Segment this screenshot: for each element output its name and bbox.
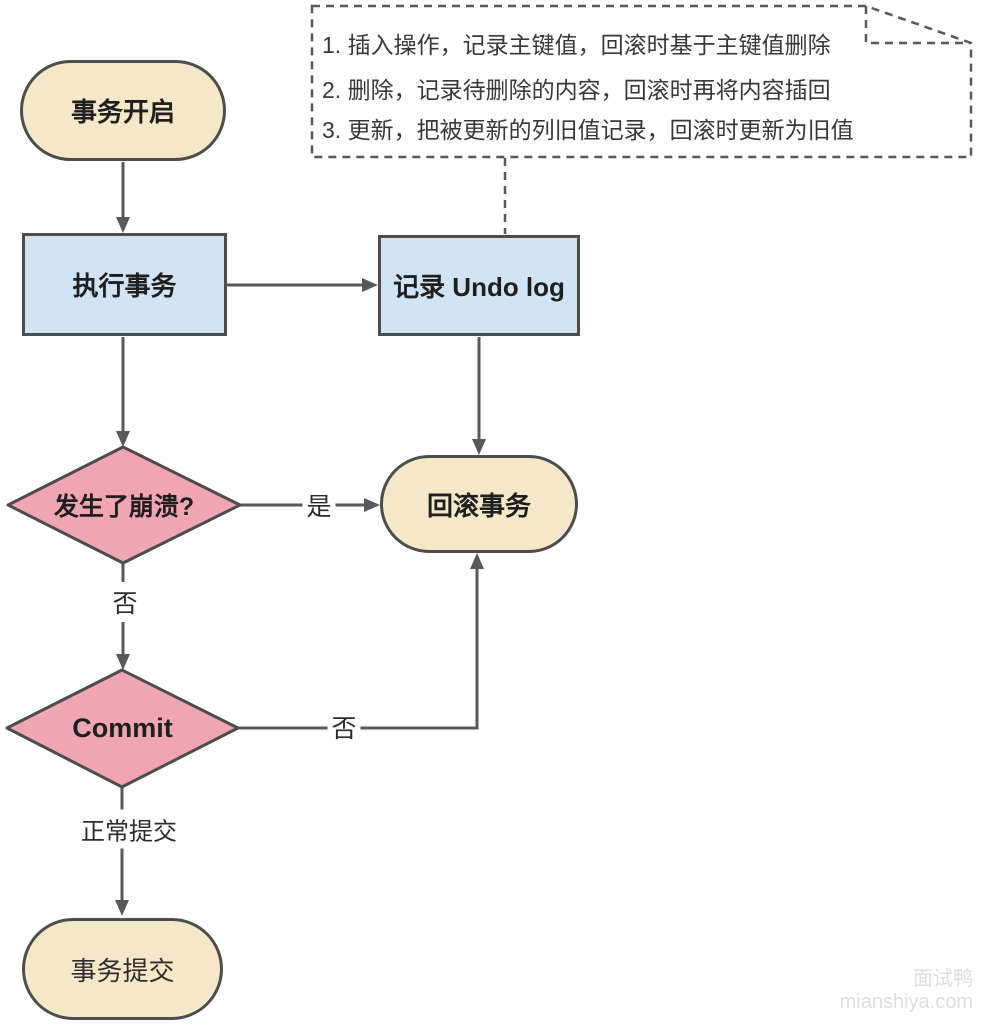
arrow-commit-no-to-rollback [238, 553, 484, 730]
node-execute-transaction-label: 执行事务 [72, 271, 177, 301]
node-record-undo-log: 记录 Undo log [378, 235, 580, 336]
watermark-domain: mianshiya.com [839, 991, 973, 1013]
note-line-delete: 2. 删除，记录待删除的内容，回滚时再将内容插回 [322, 77, 831, 103]
note-line-update: 3. 更新，把被更新的列旧值记录，回滚时更新为旧值 [322, 117, 854, 143]
node-execute-transaction: 执行事务 [22, 233, 227, 336]
commit-decision-diamond [5, 668, 240, 789]
edge-label-yes: 是 [302, 485, 336, 525]
edge-label-no-commit: 否 [327, 707, 361, 747]
note-box-outline [310, 4, 973, 159]
edge-label-no-crash: 否 [108, 582, 142, 622]
watermark-brand: 面试鸭 [913, 968, 973, 990]
edge-label-normal-commit: 正常提交 [77, 809, 181, 849]
node-record-undo-log-label: 记录 Undo log [393, 272, 565, 302]
node-transaction-start: 事务开启 [20, 60, 226, 161]
undo-log-note: 1. 插入操作，记录主键值，回滚时基于主键值删除 2. 删除，记录待删除的内容，… [322, 6, 962, 157]
watermark: 面试鸭 mianshiya.com [840, 968, 973, 1014]
node-transaction-commit: 事务提交 [22, 918, 223, 1020]
node-rollback-transaction-label: 回滚事务 [426, 490, 531, 521]
node-rollback-transaction: 回滚事务 [380, 455, 578, 553]
note-line-insert: 1. 插入操作，记录主键值，回滚时基于主键值删除 [322, 32, 831, 58]
node-transaction-commit-label: 事务提交 [70, 955, 175, 986]
crash-decision-diamond [6, 445, 242, 565]
node-transaction-start-label: 事务开启 [70, 97, 175, 127]
